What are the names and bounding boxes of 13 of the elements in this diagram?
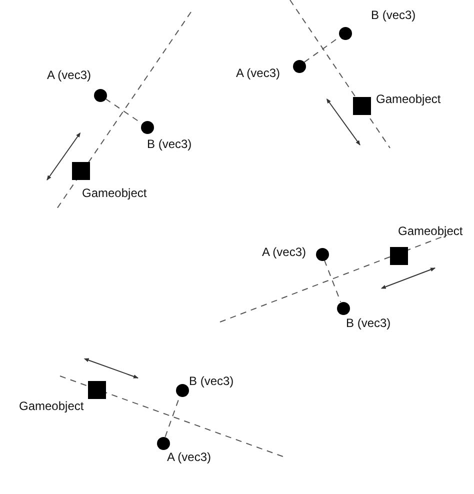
point-label: A (vec3) xyxy=(262,245,306,259)
point-label: A (vec3) xyxy=(47,68,92,82)
point-label: B (vec3) xyxy=(147,137,192,151)
object-label: Gameobject xyxy=(82,186,147,200)
point-label: B (vec3) xyxy=(346,316,391,330)
point-label: A (vec3) xyxy=(167,450,212,464)
point-label: A (vec3) xyxy=(236,66,280,80)
point-label: B (vec3) xyxy=(189,374,234,388)
object-label: Gameobject xyxy=(376,92,441,106)
connector-line xyxy=(324,260,342,302)
object-label: Gameobject xyxy=(398,224,463,238)
point-label: B (vec3) xyxy=(371,8,416,22)
object-label: Gameobject xyxy=(19,399,84,413)
